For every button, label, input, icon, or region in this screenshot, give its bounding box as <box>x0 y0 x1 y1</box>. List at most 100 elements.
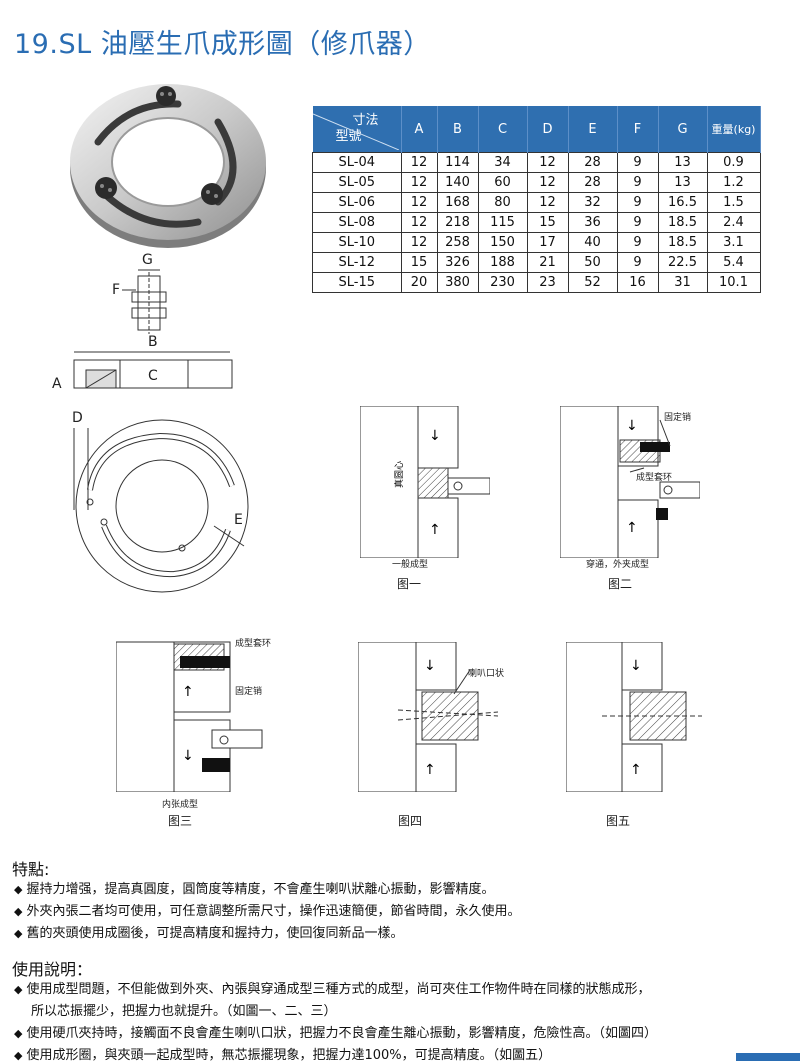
table-cell: 140 <box>436 172 479 193</box>
page-title: 19.SL 油壓生爪成形圖（修爪器） <box>14 29 431 60</box>
table-cell: 12 <box>526 172 569 193</box>
fig2-label-2: 成型套环 <box>636 473 673 483</box>
fig1-sub: 一般成型 <box>392 560 429 570</box>
table-cell: 34 <box>477 152 528 173</box>
header-b: B <box>437 106 479 153</box>
table-cell: 28 <box>567 172 618 193</box>
table-cell: 18.5 <box>657 232 708 253</box>
dim-label-a: A <box>52 376 62 392</box>
table-cell: 50 <box>567 252 618 273</box>
usage-text: 使用成型問題，不但能做到外夾、內張與穿通成型三種方式的成型，尚可夾住工作物件時在… <box>26 982 651 997</box>
fig3-label-2: 固定销 <box>235 687 263 697</box>
table-cell: 218 <box>436 212 479 233</box>
arrow-up-icon: ↑ <box>626 520 638 536</box>
dim-label-b: B <box>148 334 158 350</box>
usage-list: ◆ 使用成型問題，不但能做到外夾、內張與穿通成型三種方式的成型，尚可夾住工作物件時… <box>14 978 657 1063</box>
table-cell: 17 <box>526 232 569 253</box>
header-corner: 寸法 型號 <box>312 106 402 153</box>
table-cell: 150 <box>477 232 528 253</box>
table-cell: 9 <box>616 252 659 273</box>
table-cell: 15 <box>526 212 569 233</box>
feature-text: 外夾內張二者均可使用，可任意調整所需尺寸，操作迅速簡便，節省時間，永久使用。 <box>26 904 521 919</box>
table-cell: 12 <box>400 212 438 233</box>
fig3-caption: 图三 <box>168 814 193 828</box>
table-cell: 0.9 <box>706 152 761 173</box>
header-corner-top: 寸法 <box>352 113 379 128</box>
spec-table-header: 寸法 型號 A B C D E F G 重量(kg) <box>312 106 761 153</box>
arrow-up-icon: ↑ <box>424 762 436 778</box>
usage-text: 使用硬爪夾持時，接觸面不良會產生喇叭口狀，把握力不良會產生離心振動，影響精度，危… <box>26 1026 657 1041</box>
table-cell: 52 <box>567 272 618 293</box>
header-corner-bottom: 型號 <box>335 129 362 144</box>
table-cell: 16.5 <box>657 192 708 213</box>
table-cell: 12 <box>400 152 438 173</box>
table-cell: 28 <box>567 152 618 173</box>
figure-3-drawing: ↑ ↓ <box>116 641 263 792</box>
table-cell: 21 <box>526 252 569 273</box>
table-cell: 188 <box>477 252 528 273</box>
header-diagonal <box>312 113 399 150</box>
table-cell: 80 <box>477 192 528 213</box>
table-cell: 230 <box>477 272 528 293</box>
figure-1-drawing: ↓ ↑ 真圆心 <box>360 406 490 558</box>
dim-drawing-section: B C A <box>52 334 233 392</box>
fig2-label-1: 固定销 <box>664 413 692 423</box>
table-cell: SL-12 <box>312 252 402 273</box>
table-cell: 22.5 <box>657 252 708 273</box>
table-cell: SL-15 <box>312 272 402 293</box>
table-cell: 12 <box>526 152 569 173</box>
table-cell: 36 <box>567 212 618 233</box>
table-cell: 18.5 <box>657 212 708 233</box>
table-cell: 13 <box>657 152 708 173</box>
header-g: G <box>658 106 708 153</box>
header-e: E <box>568 106 618 153</box>
figure-4-drawing: ↓ ↑ <box>358 642 498 792</box>
list-item: ◆使用成型問題，不但能做到外夾、內張與穿通成型三種方式的成型，尚可夾住工作物件時… <box>14 978 657 997</box>
table-cell: 9 <box>616 212 659 233</box>
table-cell: 32 <box>567 192 618 213</box>
table-cell: 31 <box>657 272 708 293</box>
arrow-down-icon: ↓ <box>424 658 436 674</box>
arrow-down-icon: ↓ <box>630 658 642 674</box>
list-item: ◆使用成形圈，與夾頭一起成型時，無芯振擺現象，把握力達100%，可提高精度。（如… <box>14 1044 657 1063</box>
fig3-sub: 内张成型 <box>162 800 199 810</box>
arrow-down-icon: ↓ <box>626 418 638 434</box>
feature-text: 握持力增强，提高真圓度，圓筒度等精度，不會產生喇叭狀離心振動，影響精度。 <box>26 882 495 897</box>
table-cell: 3.1 <box>706 232 761 253</box>
dim-label-g: G <box>142 252 153 268</box>
list-item: ◆外夾內張二者均可使用，可任意調整所需尺寸，操作迅速簡便，節省時間，永久使用。 <box>14 900 520 919</box>
table-cell: 380 <box>436 272 479 293</box>
diamond-bullet-icon: ◆ <box>14 1027 23 1040</box>
usage-title: 使用說明： <box>12 960 93 979</box>
header-a: A <box>401 106 438 153</box>
table-cell: 10.1 <box>706 272 761 293</box>
dim-drawing-gf: G F <box>112 252 167 334</box>
table-cell: SL-10 <box>312 232 402 253</box>
arrow-up-icon: ↑ <box>182 684 194 700</box>
features-title: 特點: <box>12 860 50 879</box>
table-cell: 12 <box>400 192 438 213</box>
table-cell: 9 <box>616 232 659 253</box>
table-cell: 5.4 <box>706 252 761 273</box>
diamond-bullet-icon: ◆ <box>14 1049 23 1062</box>
feature-text: 舊的夾頭使用成圈後，可提高精度和握持力，使回復同新品一樣。 <box>26 926 404 941</box>
fig1-caption: 图一 <box>397 577 422 591</box>
dim-label-e: E <box>234 512 243 528</box>
table-cell: 20 <box>400 272 438 293</box>
dim-label-c: C <box>148 368 158 384</box>
fig1-note: 真圆心 <box>393 461 405 488</box>
table-cell: 12 <box>400 232 438 253</box>
product-photo-ring <box>70 84 266 248</box>
fig3-label-1: 成型套环 <box>235 639 272 649</box>
header-f: F <box>617 106 659 153</box>
table-cell: SL-05 <box>312 172 402 193</box>
list-item: ◆使用硬爪夾持時，接觸面不良會產生喇叭口狀，把握力不良會產生離心振動，影響精度，… <box>14 1022 657 1041</box>
table-cell: 15 <box>400 252 438 273</box>
diamond-bullet-icon: ◆ <box>14 905 23 918</box>
table-cell: 9 <box>616 172 659 193</box>
